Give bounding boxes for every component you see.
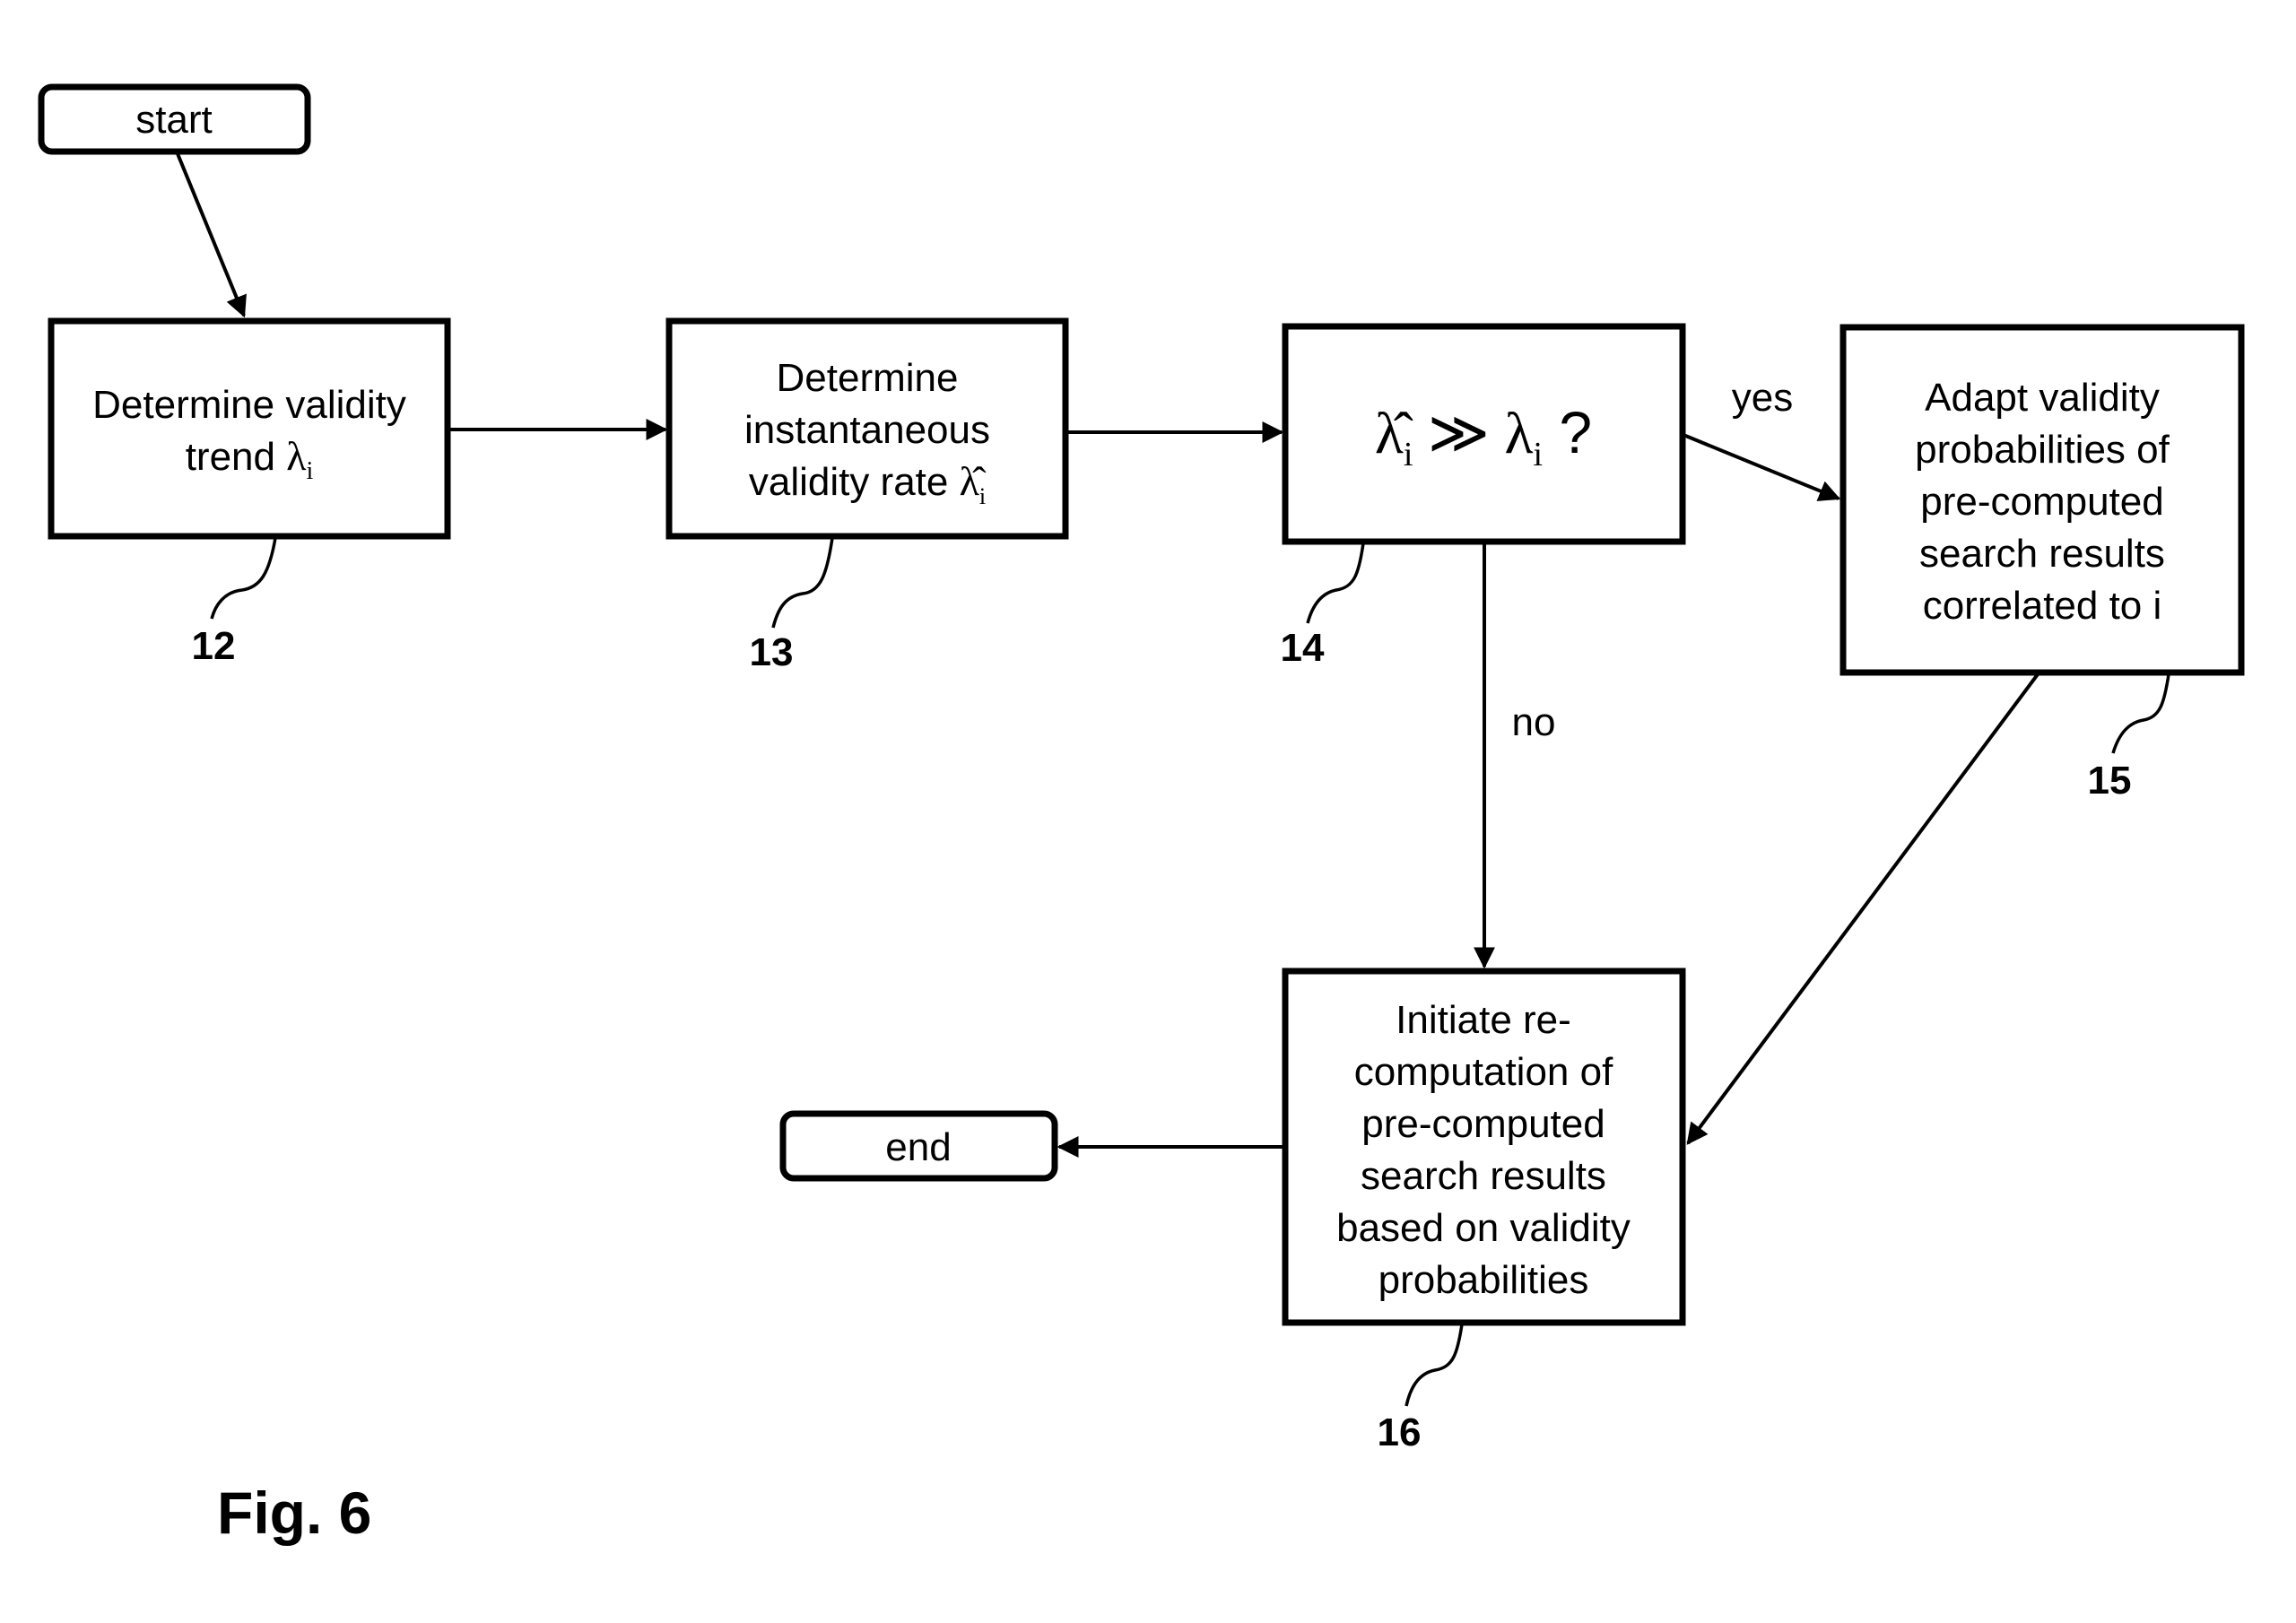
edge-start-to-12 (175, 151, 247, 318)
step-15-line-5: correlated to i (1923, 584, 2162, 628)
step-13-line-2: instantaneous (744, 408, 990, 452)
end-label: end (885, 1125, 951, 1169)
step-14-condition: λ̂i ≫ λi ? (1375, 399, 1592, 473)
no-label: no (1512, 700, 1556, 744)
end-node: end (779, 1110, 1058, 1182)
step-16-line-6: probabilities (1378, 1258, 1589, 1302)
step-16-line-2: computation of (1354, 1050, 1613, 1094)
ref-15: 15 (2088, 759, 2132, 803)
ref-15-leader (2111, 673, 2170, 754)
ref-16: 16 (1378, 1410, 1422, 1454)
edge-15-to-16 (1686, 673, 2039, 1145)
yes-label: yes (1732, 376, 1793, 420)
step-16-line-1: Initiate re- (1396, 998, 1571, 1042)
ref-13: 13 (750, 630, 794, 674)
step-16-box: Initiate re- computation of pre-computed… (1282, 968, 1686, 1326)
edge-14-to-15-yes (1683, 433, 1841, 501)
step-15-line-1: Adapt validity (1925, 376, 2160, 420)
step-14-decision-box: λ̂i ≫ λi ? (1282, 323, 1686, 545)
step-12-box: Determine validity trend λi (48, 317, 451, 540)
step-15-box: Adapt validity probabilities of pre-comp… (1839, 324, 2245, 676)
step-15-line-2: probabilities of (1915, 428, 2170, 472)
ref-12-leader (210, 537, 277, 620)
step-15-line-3: pre-computed (1920, 480, 2163, 524)
start-node: start (38, 83, 311, 155)
ref-14-leader (1306, 542, 1365, 624)
step-13-line-1: Determine (777, 356, 959, 400)
step-13-line-3: validity rate λ̂i (749, 458, 987, 509)
ref-14: 14 (1281, 626, 1325, 670)
start-label: start (135, 98, 213, 142)
step-16-line-5: based on validity (1336, 1206, 1631, 1250)
ref-12: 12 (192, 624, 236, 668)
ref-13-leader (771, 537, 834, 629)
figure-caption: Fig. 6 (217, 1480, 371, 1546)
ref-16-leader (1405, 1324, 1464, 1407)
step-16-line-3: pre-computed (1361, 1102, 1605, 1146)
step-13-box: Determine instantaneous validity rate λ̂… (665, 317, 1069, 540)
step-15-line-4: search results (1919, 532, 2165, 576)
step-16-line-4: search results (1361, 1154, 1606, 1198)
step-12-line-2: trend λi (186, 433, 314, 485)
step-12-line-1: Determine validity (92, 383, 406, 427)
